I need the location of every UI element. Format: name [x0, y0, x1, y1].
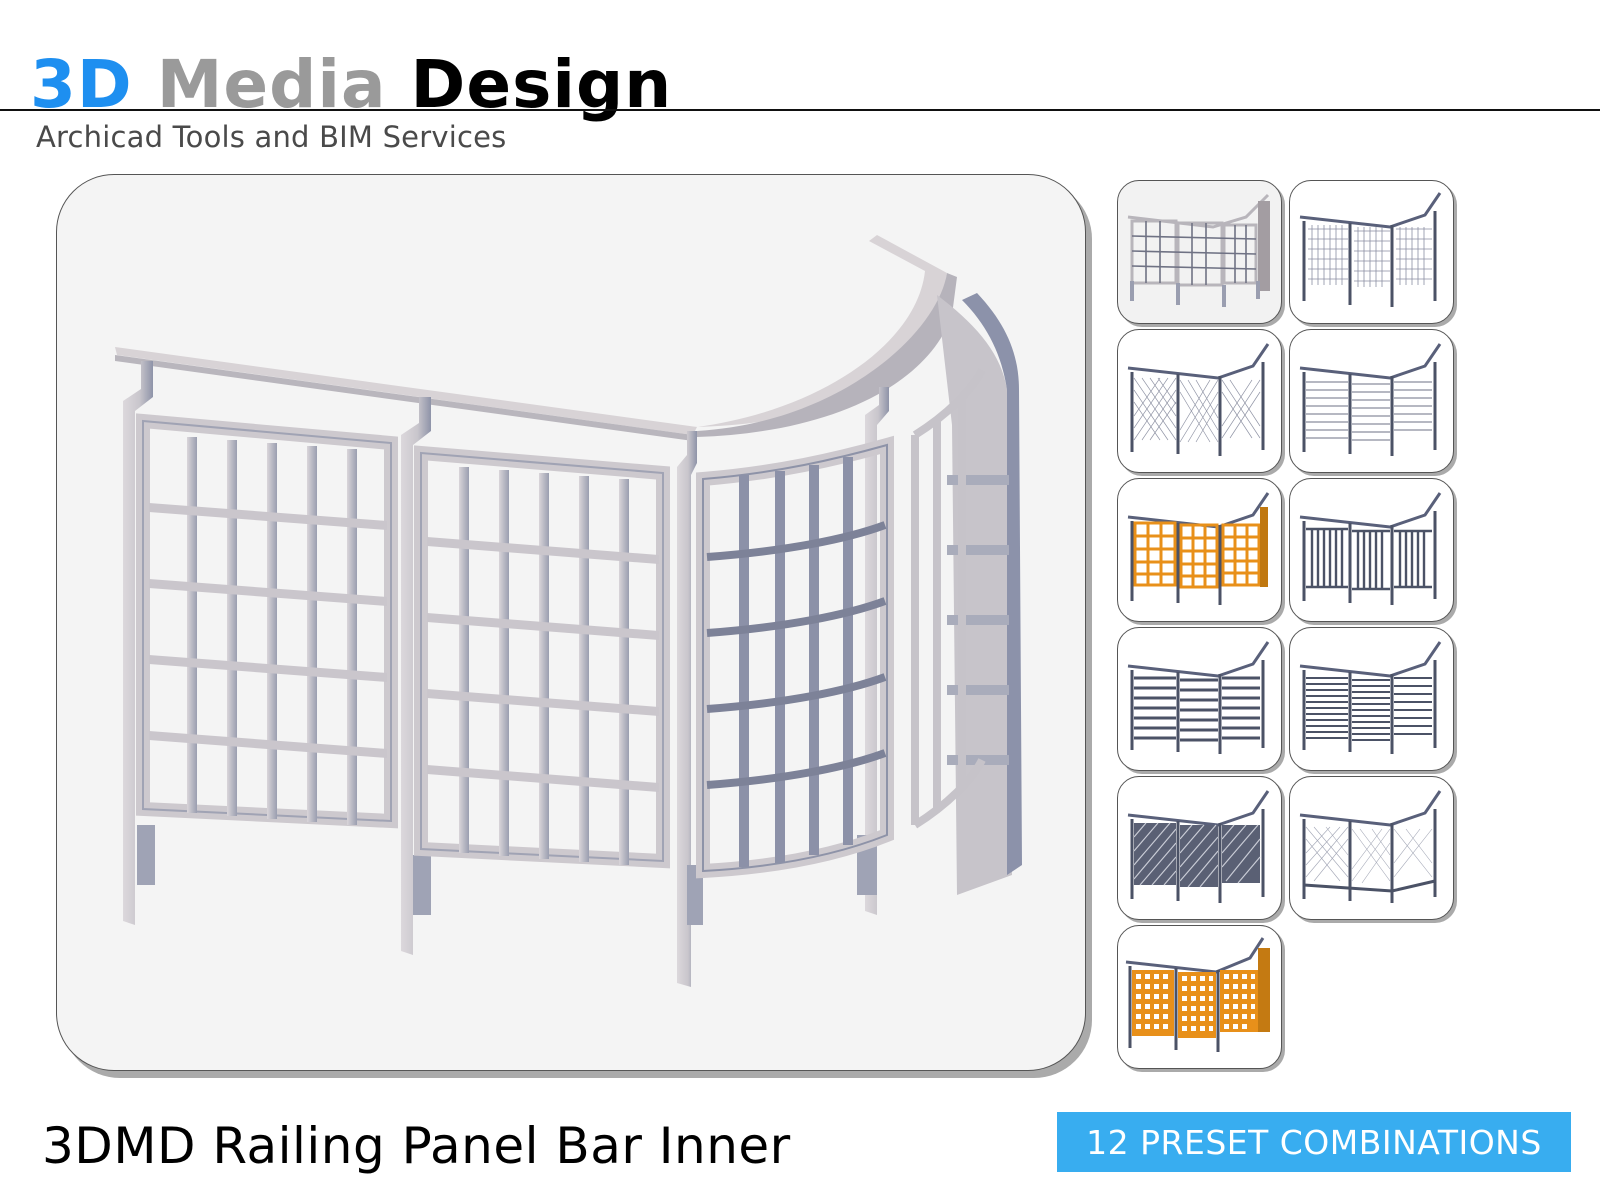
preset-thumbnail-7[interactable]: [1117, 627, 1282, 771]
logo-word-design: Design: [410, 46, 673, 123]
brand-logo: 3D Media Design: [30, 52, 672, 118]
railing-vertical-bars-thumbnail: [1299, 492, 1442, 605]
panel-3: [696, 435, 894, 879]
preset-thumbnail-11[interactable]: [1117, 925, 1282, 1069]
preset-thumbnail-4[interactable]: [1289, 329, 1454, 473]
railing-diagonal-perforated-thumbnail: [1127, 790, 1270, 903]
panel-2: [414, 445, 670, 869]
panel-1: [136, 413, 398, 829]
railing-horizontal-cables-thumbnail: [1299, 343, 1442, 456]
railing-grid-orange-thumbnail: [1127, 492, 1270, 605]
preset-thumbnail-10[interactable]: [1289, 776, 1454, 920]
product-title: 3DMD Railing Panel Bar Inner: [42, 1117, 791, 1175]
tagline: Archicad Tools and BIM Services: [36, 120, 507, 154]
preset-thumbnail-5[interactable]: [1117, 478, 1282, 622]
railing-horizontal-slats-thumbnail: [1299, 641, 1442, 754]
railing-perforated-orange-thumbnail: [1125, 937, 1270, 1052]
railing-diamond-mesh-thumbnail: [1127, 343, 1270, 456]
railing-chain-link-thumbnail: [1299, 790, 1442, 903]
preset-thumbnail-2[interactable]: [1289, 180, 1454, 324]
logo-word-media: Media: [156, 46, 387, 123]
preset-thumbnail-1[interactable]: [1117, 180, 1282, 324]
preset-thumbnail-9[interactable]: [1117, 776, 1282, 920]
preset-combinations-badge: 12 PRESET COMBINATIONS: [1057, 1112, 1571, 1172]
railing-render-image: [115, 235, 1022, 987]
preset-thumbnail-8[interactable]: [1289, 627, 1454, 771]
header-divider: [0, 109, 1600, 111]
main-preview-frame: [56, 174, 1086, 1071]
panel-4: [911, 368, 986, 829]
railing-wire-grid-thumbnail: [1299, 192, 1442, 307]
logo-word-3d: 3D: [30, 46, 133, 123]
preset-thumbnail-3[interactable]: [1117, 329, 1282, 473]
railing-horizontal-bars-thumbnail: [1127, 641, 1270, 754]
preset-thumbnail-6[interactable]: [1289, 478, 1454, 622]
railing-grid-light-thumbnail: [1127, 193, 1270, 307]
